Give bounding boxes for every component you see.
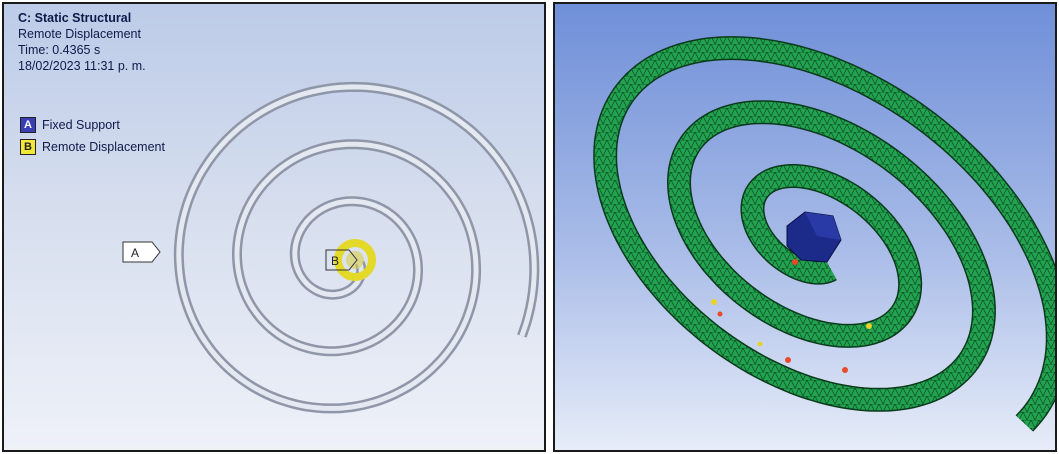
- fixed-support-callout[interactable]: A: [122, 241, 161, 263]
- boundary-conditions-viewport[interactable]: A B C: Static Structural Remote Displace…: [2, 2, 546, 452]
- legend-item-remote-displacement[interactable]: B Remote Displacement: [20, 136, 165, 158]
- legend-key-b: B: [20, 139, 36, 155]
- legend-key-a: A: [20, 117, 36, 133]
- mesh-viewport[interactable]: [553, 2, 1057, 452]
- remote-displacement-callout[interactable]: B: [325, 249, 358, 271]
- analysis-time: Time: 0.4365 s: [18, 43, 101, 57]
- spiral-spring-geometry: A B: [122, 81, 540, 414]
- stress-hotspots: [711, 259, 872, 373]
- spiral-strip-highlight: [176, 84, 537, 411]
- meshed-spiral-spring: [593, 36, 1055, 432]
- remote-displacement-marker-inner: [346, 251, 364, 269]
- legend-item-fixed-support[interactable]: A Fixed Support: [20, 114, 165, 136]
- meshed-spiral-strip-fill: [594, 37, 1055, 431]
- analysis-info: C: Static Structural Remote Displacement…: [18, 10, 146, 74]
- callout-b-label: B: [331, 254, 339, 268]
- analysis-title: C: Static Structural: [18, 11, 132, 25]
- legend-label-remote-displacement: Remote Displacement: [42, 140, 165, 154]
- hub-block: [786, 211, 842, 263]
- analysis-subtitle: Remote Displacement: [18, 27, 141, 41]
- callout-a-label: A: [131, 246, 139, 260]
- analysis-date: 18/02/2023 11:31 p. m.: [18, 59, 146, 73]
- boundary-legend: A Fixed Support B Remote Displacement: [20, 114, 165, 158]
- remote-displacement-marker: [334, 239, 376, 281]
- legend-label-fixed-support: Fixed Support: [42, 118, 120, 132]
